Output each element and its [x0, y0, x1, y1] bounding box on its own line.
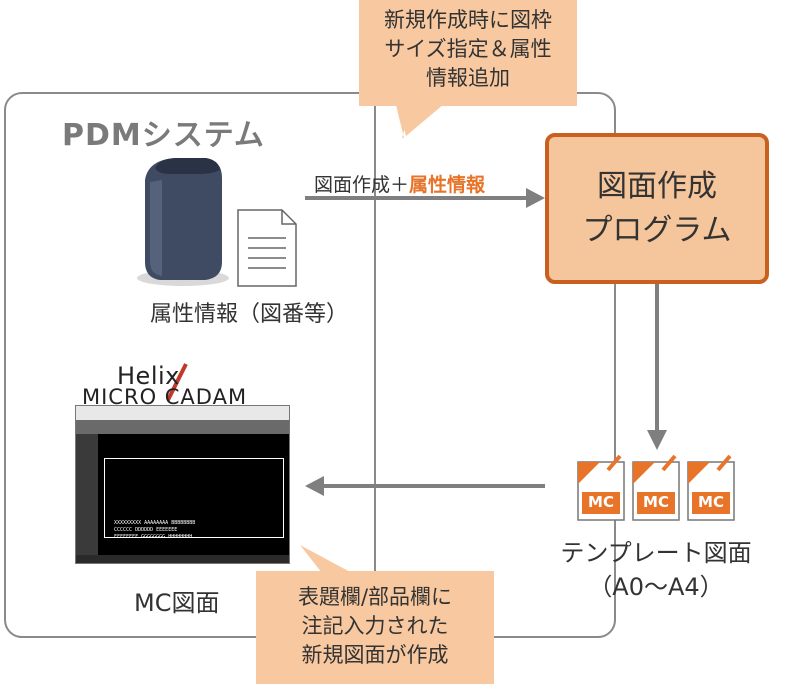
- callout-bottom-line: 表題欄/部品欄に: [297, 585, 453, 609]
- cell: DDDDDD: [135, 527, 154, 533]
- screenshot-title-block: XXXXXXXXX AAAAAAAA BBBBBBBB CCCCCC DDDDD…: [114, 520, 195, 541]
- callout-bottom: 表題欄/部品欄に 注記入力された 新規図面が作成: [256, 571, 494, 684]
- cell: AAAAAAAA: [144, 520, 169, 526]
- arrow-label-highlight: 属性情報: [409, 174, 486, 196]
- cell: XXXXXXXXX: [114, 520, 142, 526]
- program-line: プログラム: [582, 212, 732, 248]
- callout-top-line: 新規作成時に図枠: [384, 8, 552, 32]
- mc-screenshot: XXXXXXXXX AAAAAAAA BBBBBBBB CCCCCC DDDDD…: [75, 405, 290, 564]
- callout-bottom-line: 注記入力された: [301, 614, 449, 638]
- document-icon: [237, 209, 297, 287]
- cell: EEEEEEE: [156, 527, 178, 533]
- arrow-to-mc-head: [305, 476, 324, 496]
- callout-bottom-tail: [300, 545, 352, 573]
- mc-template-icon: [687, 454, 735, 521]
- callout-top-tail-shape: [398, 104, 444, 136]
- template-label-line1: テンプレート図面: [560, 539, 752, 567]
- screenshot-toolbar: [76, 420, 289, 434]
- callout-top: 新規作成時に図枠 サイズ指定＆属性 情報追加: [359, 0, 577, 106]
- callout-top-line: 情報追加: [426, 66, 510, 90]
- mc-template-icon: [577, 454, 625, 521]
- template-label-line2: （A0～A4）: [588, 573, 724, 601]
- arrow-label-prefix: 図面作成＋: [314, 174, 410, 196]
- arrow-to-template-head: [647, 430, 667, 450]
- cell: BBBBBBBB: [171, 520, 196, 526]
- mc-drawing-label: MC図面: [134, 589, 220, 617]
- cell: CCCCCC: [114, 527, 133, 533]
- server-icon: [137, 158, 229, 286]
- mc-template-icon: [632, 454, 680, 521]
- screenshot-drawing-frame: [104, 458, 284, 538]
- drawing-program-box: 図面作成 プログラム: [545, 133, 769, 284]
- callout-bottom-line: 新規図面が作成: [301, 643, 449, 667]
- screenshot-title-bar: [76, 406, 289, 420]
- callout-top-line: サイズ指定＆属性: [384, 37, 552, 61]
- arrow-label: 図面作成＋属性情報: [314, 170, 485, 197]
- mc-icon-text: MC: [588, 493, 614, 511]
- program-line: 図面作成: [597, 168, 717, 204]
- screenshot-status-bar: [76, 555, 289, 563]
- attribute-label: 属性情報（図番等）: [150, 302, 349, 327]
- helix-logo-text: Helix: [117, 362, 180, 390]
- arrow-to-program-head: [526, 188, 545, 208]
- template-label: テンプレート図面 （A0～A4）: [540, 536, 772, 604]
- helix-slash-icon: [166, 363, 188, 401]
- cell: HHHHHHHH: [168, 534, 193, 540]
- cell: FFFFFFFF: [114, 534, 139, 540]
- mc-icon-text: MC: [698, 493, 724, 511]
- cell: GGGGGGGG: [141, 534, 166, 540]
- screenshot-sidebar: [76, 434, 98, 555]
- pdm-title: PDMシステム: [62, 118, 265, 153]
- mc-icon-text: MC: [643, 493, 669, 511]
- divider-line: [374, 0, 376, 612]
